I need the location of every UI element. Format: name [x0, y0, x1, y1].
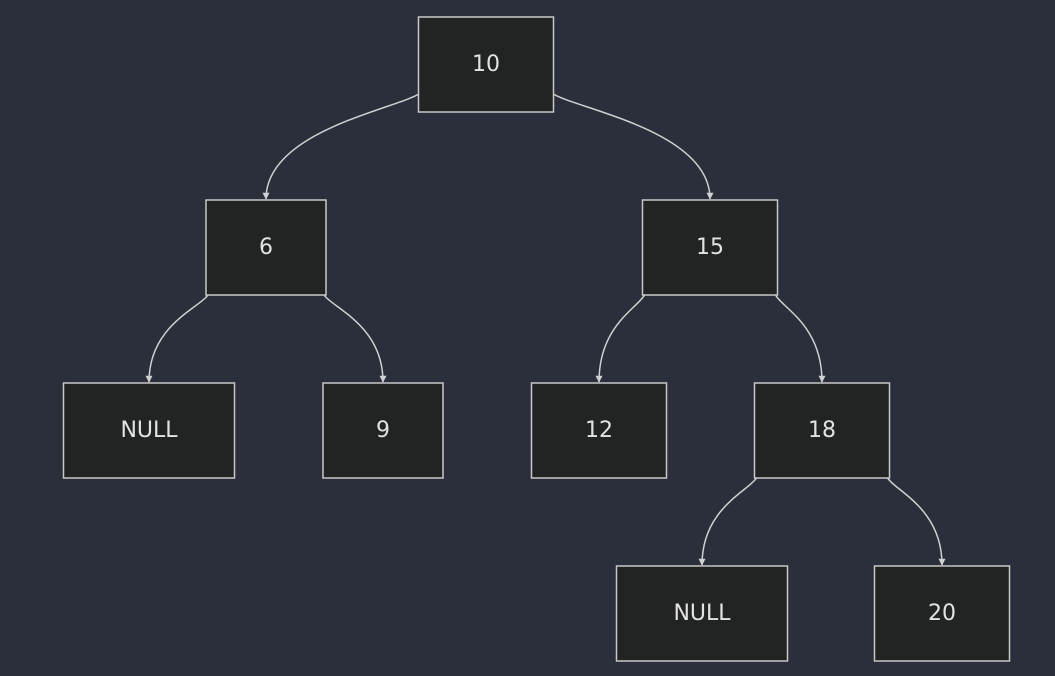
node-label: 20 — [928, 601, 956, 626]
node-label: 10 — [472, 52, 500, 77]
tree-edge — [551, 92, 714, 200]
node-box — [62, 382, 236, 479]
tree-node: 6 — [205, 199, 327, 296]
tree-edge — [323, 294, 387, 383]
node-label: 18 — [808, 418, 836, 443]
node-box — [641, 199, 779, 296]
node-box — [873, 565, 1011, 662]
node-label: NULL — [673, 601, 731, 626]
tree-node: 18 — [753, 382, 891, 479]
node-box — [205, 199, 327, 296]
tree-edge — [698, 477, 758, 566]
node-box — [530, 382, 668, 479]
tree-edge — [262, 92, 421, 200]
tree-edge — [886, 477, 946, 566]
tree-edge — [774, 294, 826, 383]
node-box — [417, 16, 555, 113]
tree-node: NULL — [615, 565, 789, 662]
tree-edge — [595, 294, 646, 383]
node-box — [322, 382, 444, 479]
tree-node: 10 — [417, 16, 555, 113]
tree-node: NULL — [62, 382, 236, 479]
tree-edge — [145, 294, 209, 383]
tree-node: 9 — [322, 382, 444, 479]
tree-node: 12 — [530, 382, 668, 479]
node-label: 9 — [376, 418, 390, 443]
node-label: NULL — [120, 418, 178, 443]
node-label: 6 — [259, 235, 273, 260]
tree-node: 20 — [873, 565, 1011, 662]
tree-node: 15 — [641, 199, 779, 296]
node-label: 15 — [696, 235, 724, 260]
node-box — [753, 382, 891, 479]
node-box — [615, 565, 789, 662]
edges-layer — [145, 92, 946, 566]
node-label: 12 — [585, 418, 613, 443]
